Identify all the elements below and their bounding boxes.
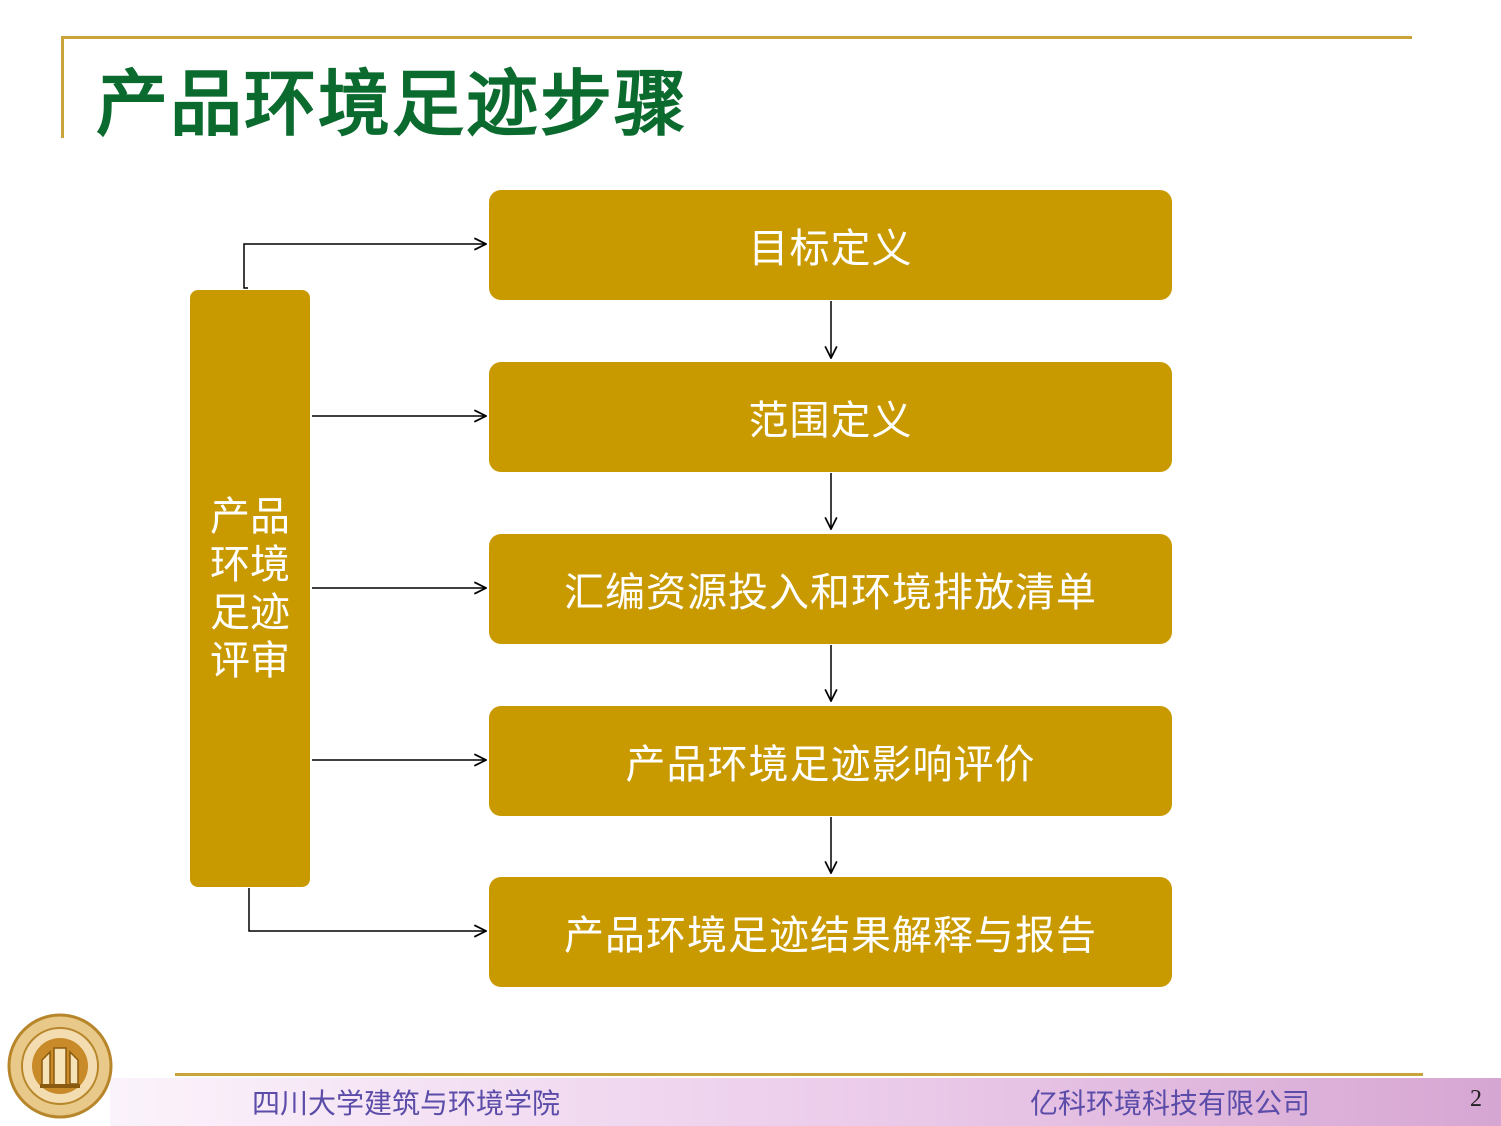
header-rule-top (62, 36, 1412, 39)
header-rule-left (61, 36, 64, 138)
step-impact-assessment: 产品环境足迹影响评价 (489, 706, 1172, 816)
review-label: 产品环境足迹评审 (210, 493, 290, 684)
footer-band (110, 1078, 1501, 1126)
review-box: 产品环境足迹评审 (190, 290, 310, 887)
arrow-review-step1 (243, 244, 486, 289)
arrow-review-step5 (248, 888, 486, 931)
step-scope-definition: 范围定义 (489, 362, 1172, 472)
footer-company: 亿科环境科技有限公司 (1030, 1087, 1311, 1120)
step-interpretation-reporting: 产品环境足迹结果解释与报告 (489, 877, 1172, 987)
page-number: 2 (1470, 1086, 1482, 1112)
university-seal-icon (7, 1013, 113, 1119)
footer-rule (175, 1073, 1423, 1076)
slide-title: 产品环境足迹步骤 (96, 61, 689, 146)
step-goal-definition: 目标定义 (489, 190, 1172, 300)
step-inventory-compilation: 汇编资源投入和环境排放清单 (489, 534, 1172, 644)
footer-institution: 四川大学建筑与环境学院 (252, 1087, 561, 1120)
